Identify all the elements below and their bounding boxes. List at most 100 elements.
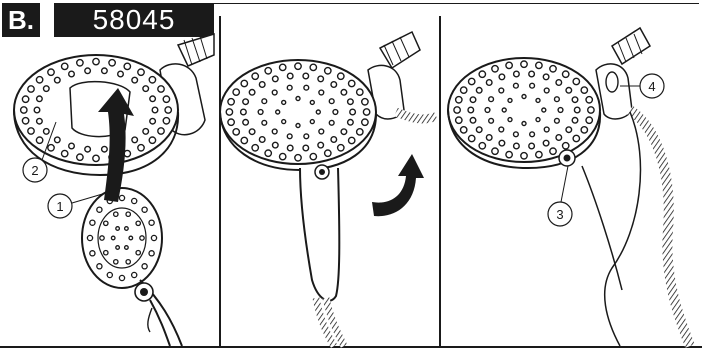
nozzle (512, 70, 520, 78)
nozzle (123, 226, 129, 231)
nozzle (543, 126, 550, 133)
svg-text:3: 3 (556, 207, 563, 222)
nozzle (467, 106, 475, 114)
nozzle (512, 142, 520, 150)
nozzle (555, 78, 563, 86)
nozzle (561, 70, 570, 79)
nozzle (76, 58, 84, 67)
nozzle (96, 263, 103, 270)
nozzle (35, 75, 44, 84)
nozzle (336, 72, 345, 81)
nozzle (573, 106, 581, 114)
nozzle (148, 136, 157, 145)
nozzle (360, 118, 369, 127)
nozzle (128, 235, 134, 241)
nozzle (123, 245, 129, 250)
insert-arrow-icon (98, 88, 134, 202)
nozzle (157, 85, 165, 93)
panel-1: 1 2 (13, 32, 215, 347)
nozzle (261, 119, 268, 126)
nozzle (142, 85, 150, 93)
nozzle (561, 141, 570, 150)
panel-3: 3 4 (447, 26, 695, 348)
nozzle (571, 116, 579, 124)
nozzle (542, 139, 550, 147)
model-number: 58045 (54, 3, 214, 37)
nozzle (317, 141, 325, 149)
nozzle (148, 250, 155, 257)
nozzle (467, 77, 476, 86)
nozzle (227, 97, 236, 106)
nozzle (498, 126, 505, 133)
nozzle (261, 98, 268, 105)
nozzle (303, 84, 310, 91)
nozzle (248, 88, 256, 96)
nozzle (541, 107, 547, 113)
nozzle (92, 57, 100, 66)
nozzle (112, 258, 119, 265)
nozzle (336, 143, 345, 152)
nozzle (520, 60, 528, 69)
nozzle (149, 117, 157, 125)
handshower-icon (81, 187, 183, 347)
callout-3: 3 (547, 165, 573, 227)
nozzle (535, 150, 543, 159)
nozzle (346, 118, 354, 126)
nozzle (360, 97, 369, 106)
panel-divider-1 (219, 16, 221, 346)
nozzle (141, 263, 148, 270)
nozzle (302, 72, 310, 80)
nozzle (491, 147, 499, 156)
nozzle (484, 106, 491, 114)
nozzle (557, 106, 564, 114)
curved-arrow-icon (372, 154, 424, 217)
nozzle (520, 151, 528, 160)
nozzle (467, 134, 476, 143)
nozzle (27, 85, 35, 93)
nozzle (469, 116, 477, 124)
nozzle (585, 95, 594, 104)
nozzle (535, 97, 541, 104)
nozzle (453, 106, 461, 114)
nozzle (309, 99, 315, 106)
nozzle (47, 68, 55, 77)
nozzle (498, 139, 506, 147)
nozzle (317, 75, 325, 83)
nozzle (84, 67, 92, 75)
nozzle (498, 87, 505, 94)
section-label: B. (2, 3, 40, 37)
nozzle (149, 95, 157, 103)
nozzle (131, 76, 139, 84)
nozzle (67, 70, 75, 78)
nozzle (102, 220, 109, 227)
nozzle (565, 126, 573, 134)
nozzle (501, 107, 507, 113)
nozzle (164, 106, 173, 114)
nozzle (76, 153, 84, 162)
nozzle (264, 66, 273, 75)
nozzle (162, 116, 171, 125)
nozzle (142, 127, 150, 135)
nozzle (491, 64, 499, 73)
nozzle (309, 152, 318, 161)
panel-2 (219, 30, 439, 348)
nozzle (542, 73, 550, 81)
nozzle (151, 106, 159, 114)
nozzle (478, 70, 487, 79)
nozzle (295, 122, 301, 129)
callout-1: 1 (47, 189, 117, 219)
nozzle (362, 108, 371, 116)
nozzle (33, 106, 41, 114)
nozzle (251, 72, 260, 81)
nozzle (535, 61, 543, 70)
shower-head-docked-icon (13, 54, 180, 177)
svg-text:4: 4 (648, 79, 655, 94)
nozzle (135, 220, 142, 227)
nozzle (278, 63, 287, 72)
nozzle (157, 127, 165, 135)
nozzle (271, 89, 278, 96)
nozzle (240, 79, 249, 88)
nozzle (242, 98, 250, 106)
nozzle (100, 145, 108, 153)
nozzle (340, 88, 348, 96)
